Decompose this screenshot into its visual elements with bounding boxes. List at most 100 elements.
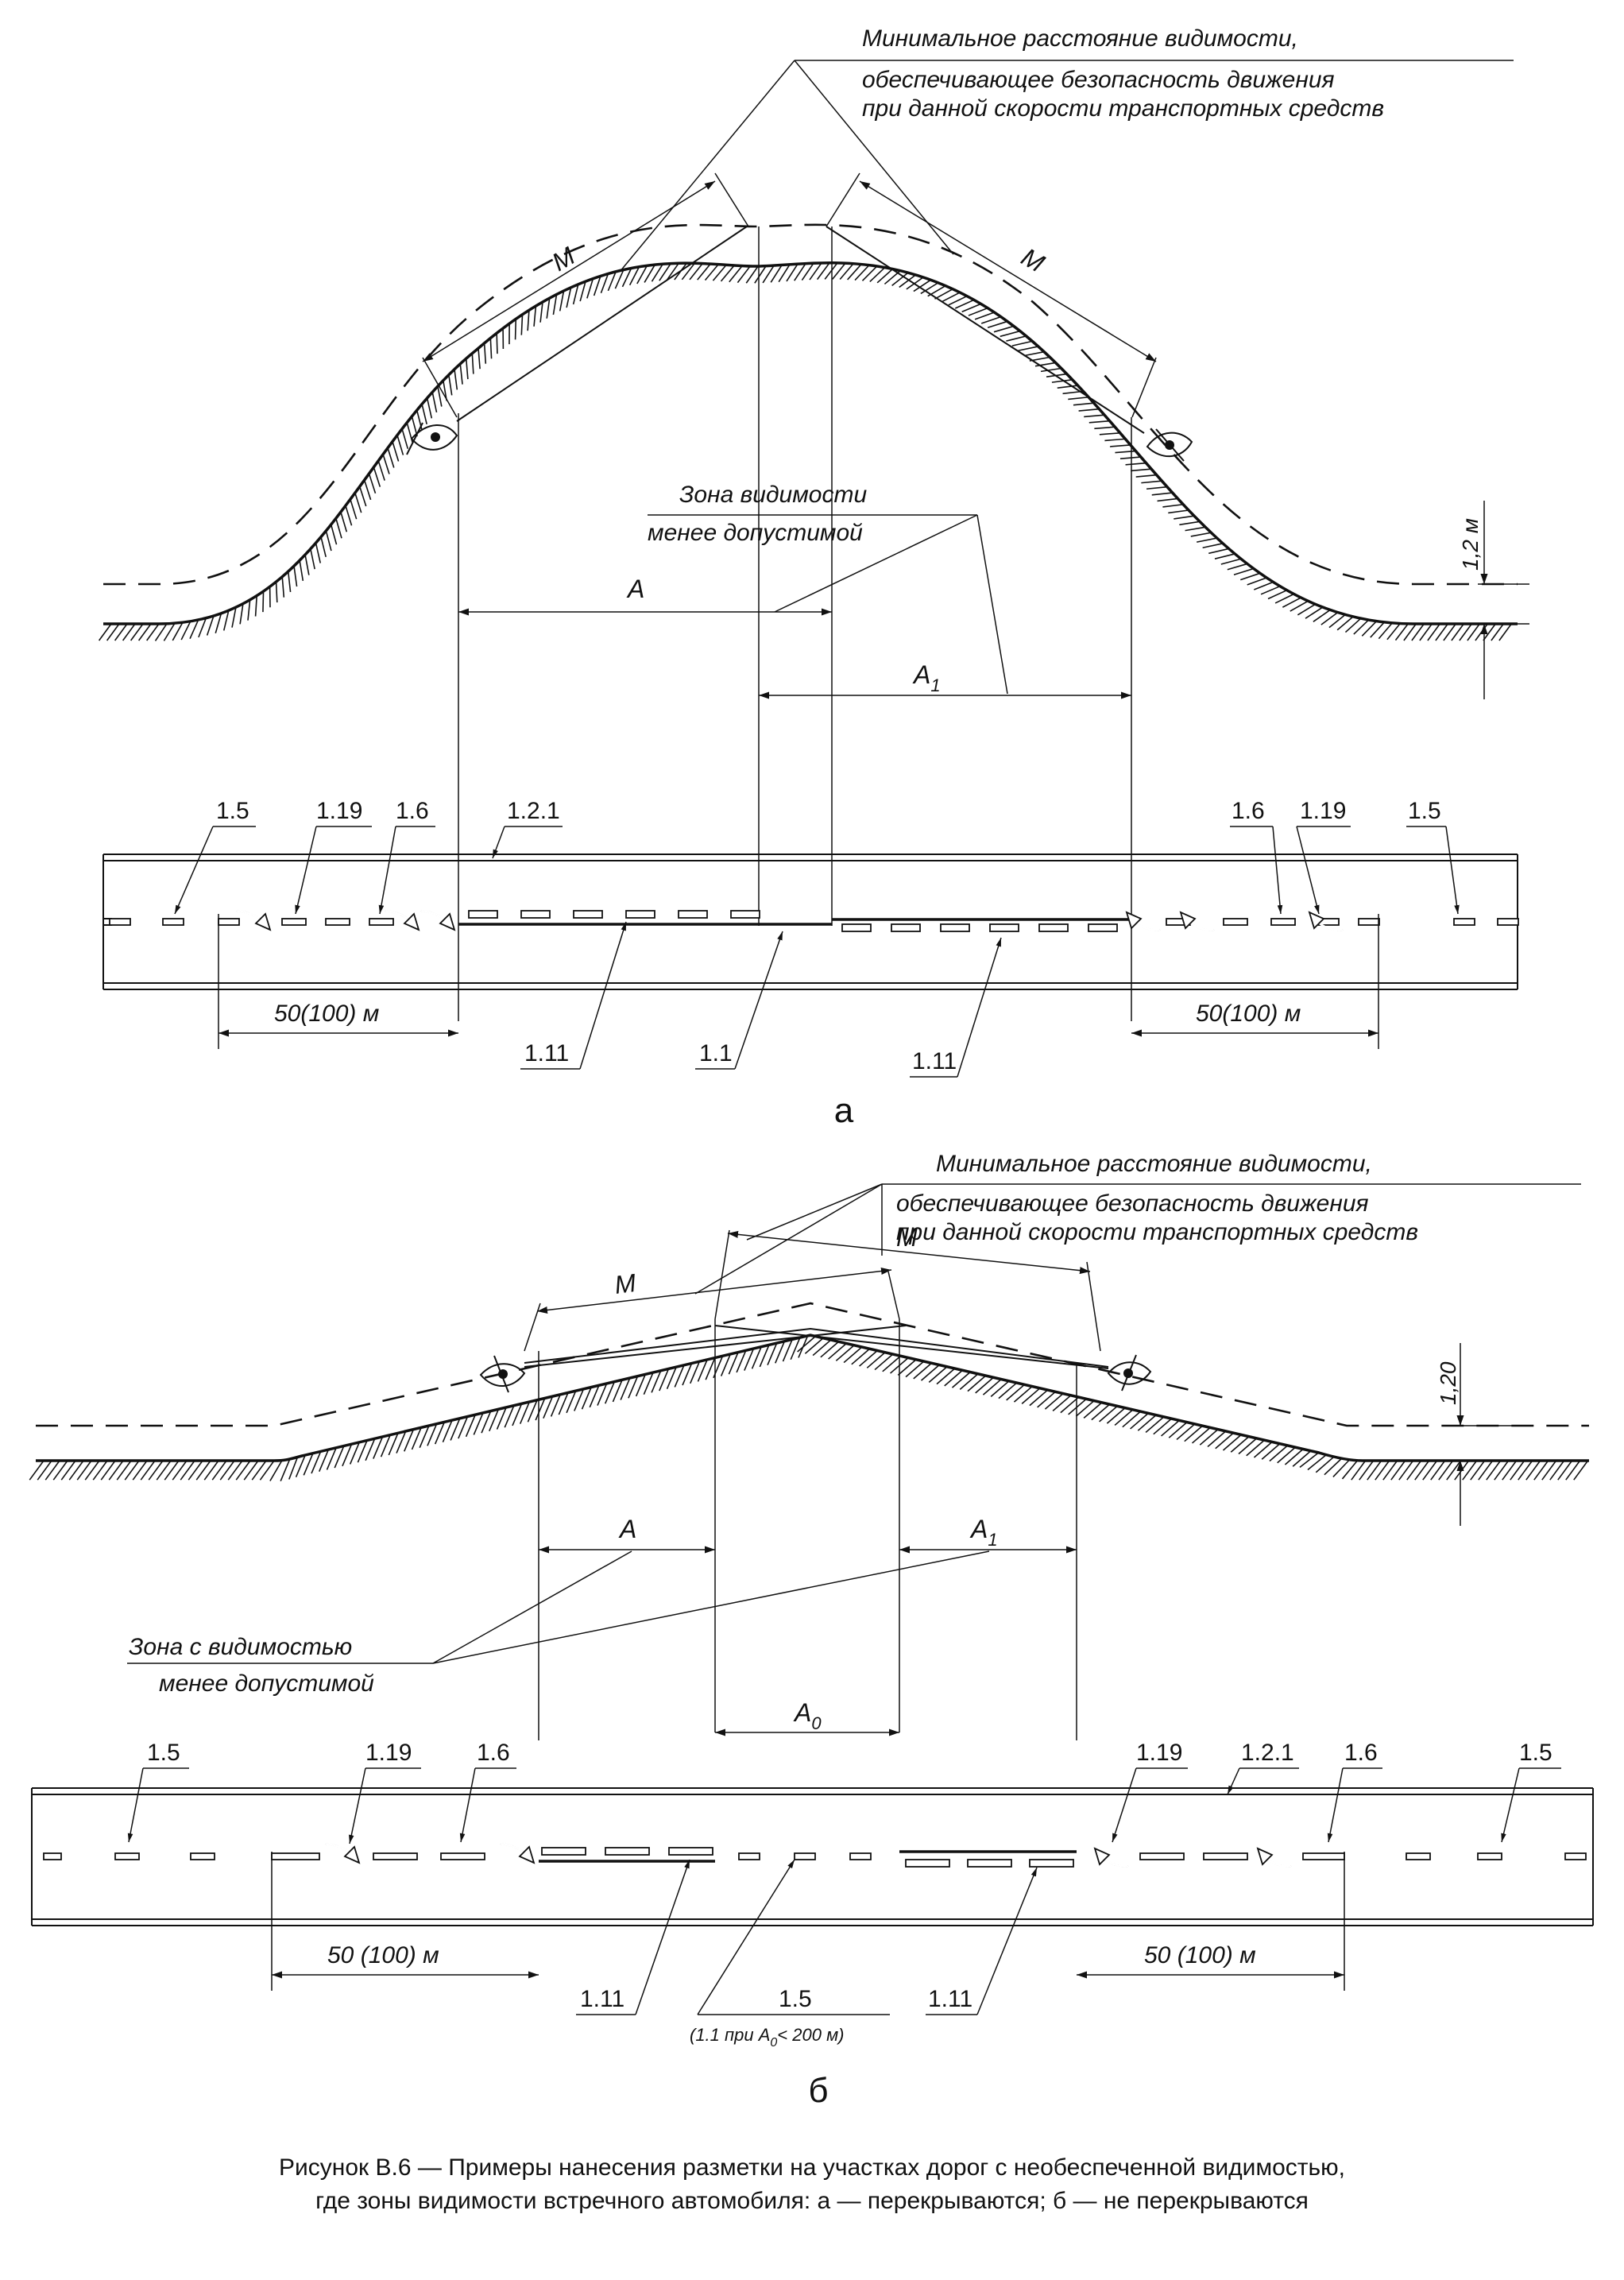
hatch-stroke xyxy=(478,348,481,370)
eye-icon xyxy=(1146,428,1193,462)
hatch-stroke xyxy=(824,262,838,280)
hatch-stroke xyxy=(84,1460,100,1481)
hatch-stroke xyxy=(124,1460,140,1481)
hatch-stroke xyxy=(1099,1405,1118,1423)
hatch-stroke xyxy=(1057,385,1078,389)
hatch-stroke xyxy=(1044,1392,1064,1410)
hatch-stroke xyxy=(387,447,395,468)
hatch-stroke xyxy=(1078,408,1100,412)
hatch-stroke xyxy=(1168,1422,1188,1438)
hatch-stroke xyxy=(235,1460,251,1481)
hatch-stroke xyxy=(172,621,184,641)
hatch-stroke xyxy=(1341,1460,1359,1480)
eye-icon xyxy=(1107,1354,1152,1392)
hatch-stroke xyxy=(1382,1460,1398,1481)
hatch-stroke xyxy=(835,1345,855,1361)
hatch-stroke xyxy=(357,1440,368,1463)
ground-profile-a xyxy=(103,261,1518,625)
hatch-stroke xyxy=(1406,1460,1422,1481)
hatch-stroke xyxy=(1494,1460,1510,1481)
sight-line-left xyxy=(456,226,748,422)
hatch-stroke xyxy=(990,1380,1010,1397)
hatch-stroke xyxy=(1518,1460,1533,1481)
hatch-stroke xyxy=(1486,1460,1502,1481)
label-1-11: 1.11 xyxy=(580,1986,624,2012)
hatch-stroke xyxy=(1254,581,1274,590)
hatch-stroke xyxy=(427,1423,438,1446)
hatch-stroke xyxy=(778,264,791,283)
hatch-stroke xyxy=(651,1370,662,1393)
marking-dash xyxy=(1358,918,1380,926)
hatch-stroke xyxy=(164,1460,180,1481)
hatch-stroke xyxy=(293,566,298,587)
hatch-stroke xyxy=(368,473,377,494)
hatch-stroke xyxy=(659,1368,670,1392)
lane-arrow-head xyxy=(1125,911,1143,930)
lane-arrow-head xyxy=(254,912,272,931)
hatch-stroke xyxy=(1099,432,1120,435)
hatch-stroke xyxy=(839,263,854,281)
hatch-stroke xyxy=(465,358,469,380)
hatch-stroke xyxy=(1185,526,1206,532)
hatch-stroke xyxy=(137,623,152,641)
hatch-stroke xyxy=(1040,367,1061,373)
hatch-stroke xyxy=(762,265,775,284)
ground-hatching-b xyxy=(29,1335,1589,1481)
hatch-stroke xyxy=(100,1460,116,1481)
hatch-stroke xyxy=(275,582,278,603)
hatch-stroke xyxy=(1498,623,1512,641)
hatch-stroke xyxy=(1386,623,1401,641)
hatch-stroke xyxy=(52,1460,68,1481)
marking-dash xyxy=(1497,918,1519,926)
marking-dash xyxy=(520,910,551,919)
hatch-stroke xyxy=(481,1411,492,1434)
hatch-stroke xyxy=(794,263,806,281)
hatch-stroke xyxy=(227,1460,243,1481)
hatch-stroke xyxy=(861,265,878,281)
hatch-stroke xyxy=(720,265,735,282)
hatch-stroke xyxy=(1240,572,1261,581)
marking-dash xyxy=(468,910,498,919)
hatch-stroke xyxy=(967,1375,987,1392)
label-1-19: 1.19 xyxy=(1300,798,1346,824)
hatch-stroke xyxy=(1375,1460,1390,1481)
hatch-stroke xyxy=(1313,609,1331,622)
hatch-stroke xyxy=(951,1371,971,1388)
figure-caption-line-1: Рисунок В.6 — Примеры нанесения разметки… xyxy=(279,2154,1345,2181)
dist-right-label: 50(100) м xyxy=(1196,1001,1301,1027)
hatch-stroke xyxy=(396,435,404,455)
hatch-stroke xyxy=(961,303,981,313)
hatch-stroke xyxy=(628,1376,639,1399)
marking-dash xyxy=(1406,1852,1431,1860)
hatch-stroke xyxy=(431,392,438,413)
hatch-stroke xyxy=(496,1407,507,1430)
hatch-stroke xyxy=(489,1408,500,1432)
hatch-stroke xyxy=(1378,622,1393,640)
hatch-stroke xyxy=(180,1460,195,1481)
hatch-stroke xyxy=(1443,623,1456,641)
hatch-stroke xyxy=(222,610,230,631)
hatch-stroke xyxy=(1176,1423,1196,1441)
hatch-stroke xyxy=(1307,1454,1327,1471)
hatch-stroke xyxy=(820,1341,840,1358)
hatch-stroke xyxy=(539,301,543,323)
scheme-b: M M Минимальное расстояние видимости, об… xyxy=(29,1151,1594,2110)
hatch-stroke xyxy=(325,530,332,552)
eye-icon xyxy=(479,1355,526,1393)
hatch-stroke xyxy=(1084,414,1105,418)
hatch-stroke xyxy=(1068,1398,1087,1415)
hatch-stroke xyxy=(566,1390,577,1414)
note-line-1: Минимальное расстояние видимости, xyxy=(862,25,1298,52)
hatch-stroke xyxy=(1260,585,1281,595)
marking-dash xyxy=(190,1852,215,1860)
hatch-stroke xyxy=(1227,563,1248,571)
hatch-stroke xyxy=(1315,1456,1335,1473)
hatch-stroke xyxy=(1483,623,1496,641)
hatch-stroke xyxy=(1478,1460,1494,1481)
hatch-stroke xyxy=(189,619,199,640)
hatch-stroke xyxy=(483,343,487,364)
hatch-stroke xyxy=(843,1346,863,1364)
hatch-stroke xyxy=(535,1398,546,1421)
dist-right-label: 50 (100) м xyxy=(1144,1942,1256,1968)
eye-icon xyxy=(406,422,458,455)
